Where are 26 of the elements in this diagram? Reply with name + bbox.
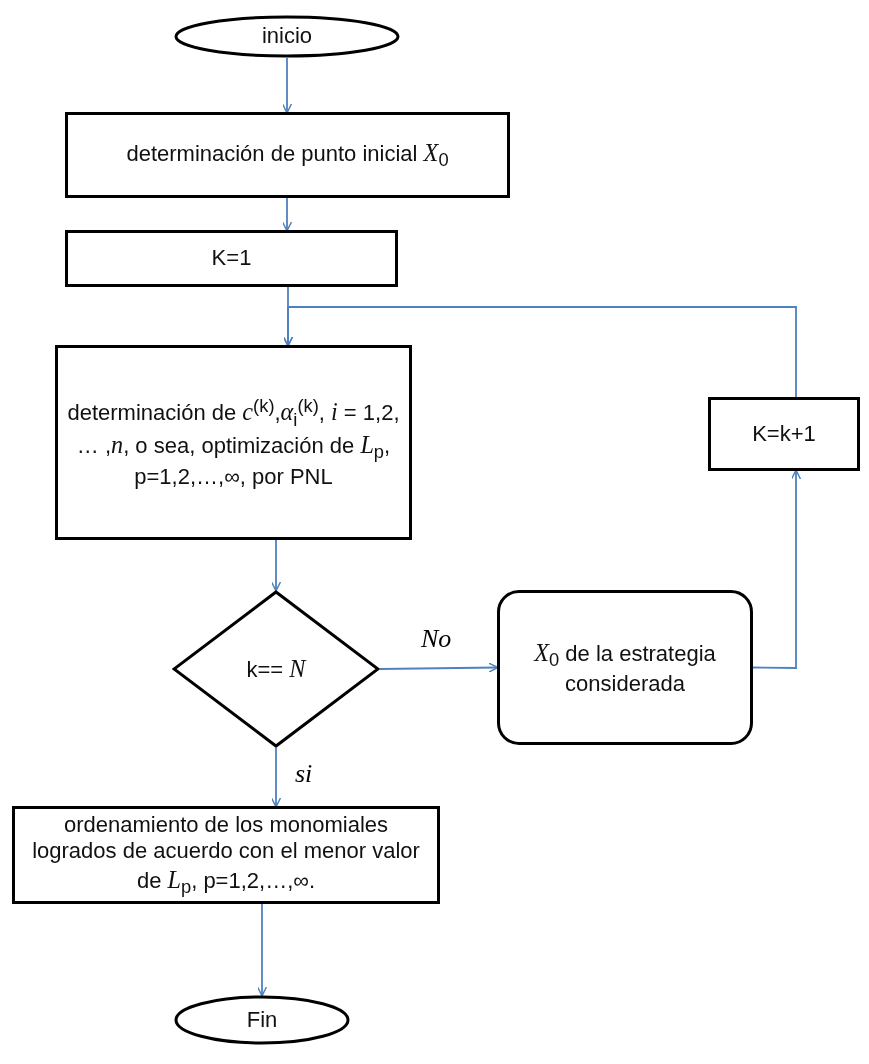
- node-text: K=k+1: [751, 420, 817, 448]
- decision-diamond: [172, 590, 380, 748]
- process-box: [497, 590, 753, 745]
- arrow: [270, 747, 282, 808]
- end-terminal: [174, 995, 350, 1045]
- arrow: [282, 306, 797, 398]
- arrow: [281, 57, 293, 114]
- node-text: K=1: [210, 245, 253, 272]
- node-text: determinación de c$^{(k)}$,α$_{i}$$^{(k)}$, i = 1,2, … ,n, o sea, optimización de L$_{p}$, p=1,2,…,∞, por PNL: [66, 394, 401, 491]
- node-text: Fin: [245, 1006, 279, 1034]
- node-text: X$_{0}$ de la estrategia considerada: [532, 637, 717, 698]
- node-text: determinación de punto inicial X$_{0}$: [125, 138, 450, 172]
- node-text: k== N: [245, 654, 308, 684]
- arrow: [752, 469, 802, 669]
- process-box: [55, 345, 412, 540]
- process-box: [12, 806, 440, 904]
- process-box: [708, 397, 860, 471]
- arrow: [281, 197, 293, 232]
- process-box: [65, 230, 398, 287]
- arrow: [379, 662, 499, 673]
- node-text: ordenamiento de los monomiales logrados de acuerdo con el menor valor de L$_{p}$, p=1,2,…,∞.: [31, 811, 421, 899]
- arrow: [270, 539, 282, 592]
- arrow: [256, 903, 268, 997]
- process-box: [65, 112, 510, 198]
- node-text: inicio: [260, 23, 314, 50]
- start-terminal: [174, 15, 400, 58]
